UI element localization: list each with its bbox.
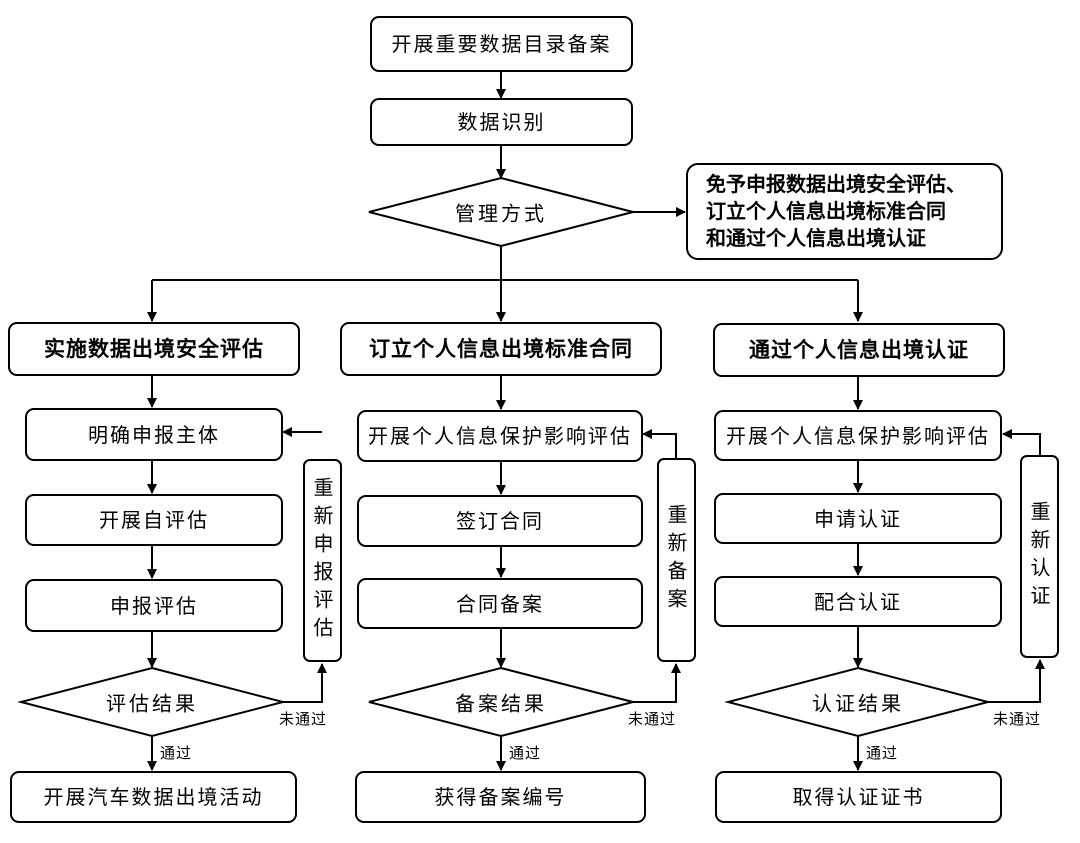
col3-pass-label: 通过 [866, 744, 899, 762]
decision-col1-diamond [17, 666, 287, 738]
decision-management-diamond [368, 176, 634, 248]
exemption-line-3: 和通过个人信息出境认证 [706, 226, 926, 250]
col3-retry-box: 重新认证 [1020, 455, 1059, 658]
col2-title: 订立个人信息出境标准合同 [340, 322, 662, 376]
exemption-line-2: 订立个人信息出境标准合同 [706, 199, 946, 223]
col2-retry-box: 重新备案 [657, 458, 696, 662]
step-record-catalog: 开展重要数据目录备案 [370, 16, 633, 72]
col3-step-1: 开展个人信息保护影响评估 [714, 410, 1002, 461]
col1-pass-label: 通过 [160, 744, 193, 762]
col3-step-2: 申请认证 [714, 493, 1002, 544]
decision-management-label: 管理方式 [455, 201, 547, 226]
exemption-line-1: 免予申报数据出境安全评估、 [706, 172, 966, 196]
col2-pass-label: 通过 [509, 744, 542, 762]
col3-fail-label: 未通过 [993, 710, 1042, 728]
col3-decision-label: 认证结果 [812, 691, 904, 716]
col2-step-1: 开展个人信息保护影响评估 [357, 410, 643, 462]
step-data-identification: 数据识别 [370, 98, 633, 146]
col1-title: 实施数据出境安全评估 [8, 322, 300, 376]
col2-final: 获得备案编号 [355, 771, 646, 823]
decision-col3-diamond [724, 666, 992, 738]
decision-col2-diamond [368, 666, 634, 738]
col3-step-3: 配合认证 [714, 576, 1002, 627]
col2-step-3: 合同备案 [357, 578, 643, 629]
col1-fail-label: 未通过 [279, 710, 328, 728]
col2-fail-label: 未通过 [628, 710, 677, 728]
col2-step-2: 签订合同 [357, 495, 643, 547]
col3-title: 通过个人信息出境认证 [713, 323, 1005, 377]
col1-decision-label: 评估结果 [106, 691, 198, 716]
col2-decision-label: 备案结果 [455, 691, 547, 716]
col1-step-1: 明确申报主体 [25, 408, 283, 461]
col3-final: 取得认证证书 [715, 771, 1002, 823]
col1-step-3: 申报评估 [25, 579, 283, 632]
col1-step-2: 开展自评估 [25, 494, 283, 546]
exemption-note: 免予申报数据出境安全评估、 订立个人信息出境标准合同 和通过个人信息出境认证 [686, 163, 1003, 260]
col1-final: 开展汽车数据出境活动 [10, 771, 297, 823]
col1-retry-box: 重新申报评估 [303, 459, 342, 662]
